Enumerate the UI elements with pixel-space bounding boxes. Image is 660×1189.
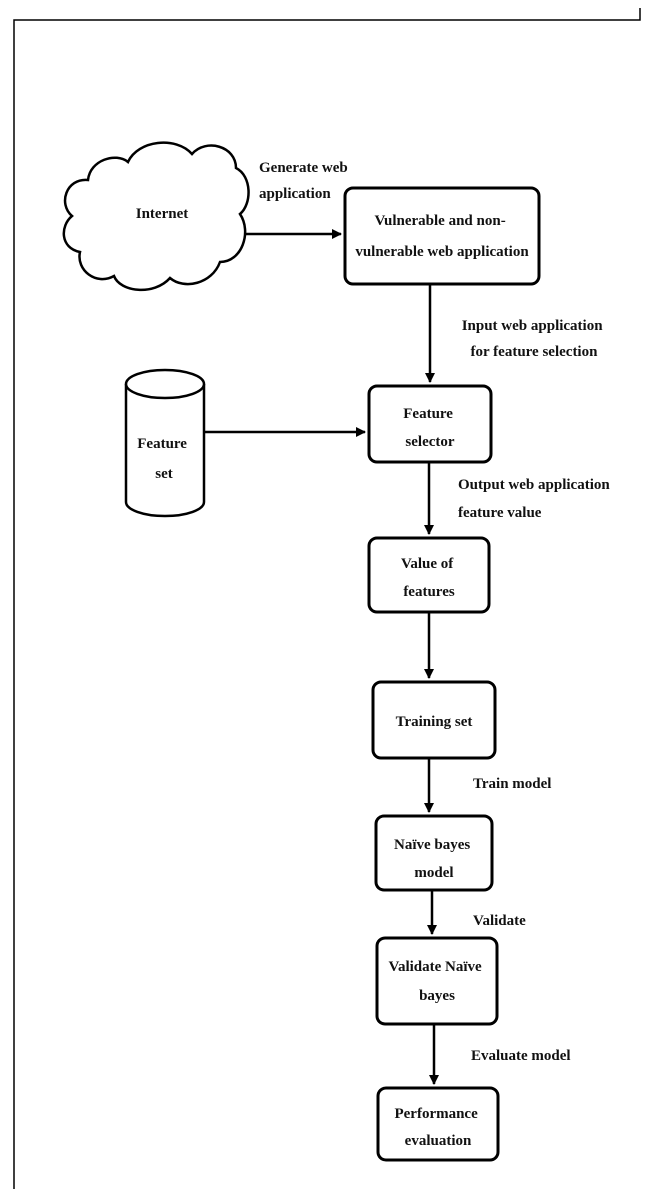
generate-label-line-1: Generate web xyxy=(259,160,348,176)
validate-naive-bayes-label-line-2: bayes xyxy=(419,988,455,1004)
feature-set-label: Feature set xyxy=(137,436,190,482)
page-frame xyxy=(13,8,641,1189)
validate-naive-bayes-box: Validate Naïve bayes xyxy=(375,936,499,1026)
training-set-label: Training set xyxy=(396,714,473,730)
generate-web-application-label: Generate web application xyxy=(259,160,351,202)
naive-bayes-model-label-line-2: model xyxy=(414,865,453,881)
value-of-features-box: Value of features xyxy=(367,536,491,614)
feature-selector-label-line-2: selector xyxy=(405,434,454,450)
feature-selector-label-line-1: Feature xyxy=(403,406,453,422)
generate-label-line-2: application xyxy=(259,186,331,202)
input-label-line-2: for feature selection xyxy=(471,344,599,360)
performance-evaluation-box: Performance evaluation xyxy=(376,1086,500,1162)
performance-evaluation-label-line-2: evaluation xyxy=(405,1133,472,1149)
validate-label: Validate xyxy=(473,913,526,929)
internet-label: Internet xyxy=(136,206,189,222)
output-label-line-1: Output web application xyxy=(458,477,610,493)
value-of-features-label-line-1: Value of xyxy=(401,556,454,572)
vulnerable-app-label-line-2: vulnerable web application xyxy=(355,244,529,260)
svg-text:Feature selector: Feature selector xyxy=(403,406,456,450)
performance-evaluation-label-line-1: Performance xyxy=(394,1106,478,1122)
feature-set-database: Feature set xyxy=(124,368,206,518)
feature-selector-box: Feature selector xyxy=(367,384,493,464)
value-of-features-label-line-2: features xyxy=(403,584,455,600)
naive-bayes-model-label-line-1: Naïve bayes xyxy=(394,837,470,853)
svg-text:Performance evaluation: Performance evaluation xyxy=(394,1106,481,1149)
output-label-line-2: feature value xyxy=(458,505,542,521)
validate-naive-bayes-label-line-1: Validate Naïve xyxy=(389,959,483,975)
naive-bayes-model-box: Naïve bayes model xyxy=(374,814,494,892)
output-feature-value-label: Output web application feature value xyxy=(458,477,613,521)
vulnerable-app-box: Vulnerable and non- vulnerable web appli… xyxy=(343,186,541,286)
input-feature-selection-label: Input web application for feature select… xyxy=(462,318,607,360)
svg-text:Validate Naïve bayes: Validate Naïve bayes xyxy=(389,959,486,1004)
vulnerable-app-label-line-1: Vulnerable and non- xyxy=(375,213,506,229)
training-set-box: Training set xyxy=(371,680,497,760)
svg-text:Naïve bayes model: Naïve bayes model xyxy=(394,837,474,881)
input-label-line-1: Input web application xyxy=(462,318,604,334)
train-model-label: Train model xyxy=(473,776,551,792)
feature-set-label-line-1: Feature xyxy=(137,436,187,452)
internet-cloud: Internet xyxy=(62,141,250,292)
svg-text:Vulnerable and non- vuln: Vulnerable and non- vulnerable web appli… xyxy=(355,213,529,260)
evaluate-model-label: Evaluate model xyxy=(471,1048,571,1064)
feature-set-label-line-2: set xyxy=(155,466,173,482)
svg-text:Value of features: Value of features xyxy=(401,556,457,600)
